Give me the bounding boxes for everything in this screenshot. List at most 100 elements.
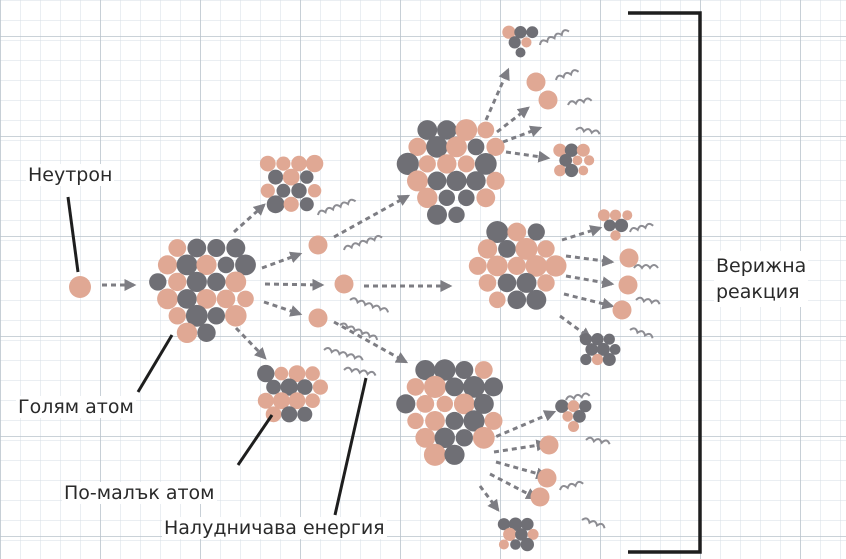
chain-reaction-label: Верижна реакция [714,251,809,307]
nucleon [216,289,236,309]
nucleon [157,255,178,275]
nucleon [444,444,465,465]
nucleon [168,307,186,325]
nucleon [225,271,247,293]
nucleon [467,138,485,156]
nucleon [416,395,435,413]
energy-wave [317,198,357,216]
nucleon [196,289,217,309]
nucleon [573,410,586,423]
energy-wave [539,29,570,46]
nucleon [473,393,494,414]
nucleon [497,518,510,531]
nucleon [396,152,419,175]
energy-wave [567,97,593,106]
free-neutron [526,72,546,92]
neutron-pointer-line [66,196,80,273]
large-atom-label: Голям атом [16,396,136,418]
nucleon [437,154,457,174]
nucleon [554,164,566,177]
nucleon [407,170,428,192]
nucleon [207,307,225,325]
nucleon [514,26,527,39]
neutron-arrow [234,326,267,360]
nucleon [468,256,487,275]
nucleon [168,272,187,292]
nucleon [445,377,464,397]
nucleon [235,254,256,276]
nucleon [291,183,307,199]
nucleon [515,237,538,260]
nucleon [266,379,281,395]
nucleon [305,366,320,381]
nucleon [281,406,298,423]
released-energy-label: Налудничава енергия [162,517,387,539]
smaller-atom-pointer-line [236,414,274,466]
energy-wave [343,366,377,377]
nucleon [545,255,567,277]
large-atom-lower [396,359,503,466]
nucleon [555,399,569,413]
nucleon [437,120,457,140]
smaller-atom-label: По-малък атом [62,482,217,504]
nucleon [476,188,496,208]
nucleon [276,156,291,171]
neutron-arrow [263,300,303,317]
free-neutron [539,435,559,455]
nucleon [418,155,436,173]
nucleon [417,187,438,208]
nucleon [576,143,590,157]
nucleon [484,377,503,397]
large-atom-middle [468,221,567,310]
nucleon [564,163,579,178]
nucleon [288,365,306,382]
nucleon [591,333,604,346]
nucleon [196,254,217,275]
nucleon [423,443,447,466]
nucleon [579,333,593,346]
nucleon [564,143,579,157]
nucleon [407,412,424,430]
nucleon [603,219,616,232]
nucleon [434,427,455,448]
nucleon [516,272,537,293]
nucleon [259,155,276,172]
nucleon [477,239,498,259]
nucleon [176,322,198,343]
nucleon [415,427,436,448]
nucleon [609,209,622,221]
energy-wave [575,126,601,135]
nucleon [477,121,495,139]
nucleon [446,136,467,158]
nucleon [225,305,247,327]
fragment-atom [502,25,539,58]
nucleon [458,189,475,207]
free-neutron [308,308,328,328]
nucleon [268,169,284,185]
nucleon [463,376,485,398]
energy-wave [555,69,580,81]
nucleon [406,378,425,396]
neutron-arrow [505,150,551,163]
nucleon [486,171,505,190]
nucleon [446,170,467,191]
nucleon [521,37,532,48]
fragment-atom [553,143,595,178]
nucleon [614,218,629,233]
nucleon [484,411,503,430]
nucleon [472,426,495,449]
nucleon [503,527,517,542]
energy-wave [343,234,383,251]
nucleon [438,189,455,206]
neutron-arrow [264,278,325,291]
nucleon [291,155,307,172]
nucleon [448,206,465,223]
energy-wave [633,264,659,270]
nucleon [510,539,521,550]
nucleon [455,361,474,379]
nucleon [423,375,447,398]
energy-wave [585,436,611,445]
neutron-arrow [478,485,500,512]
nucleon [257,364,275,383]
